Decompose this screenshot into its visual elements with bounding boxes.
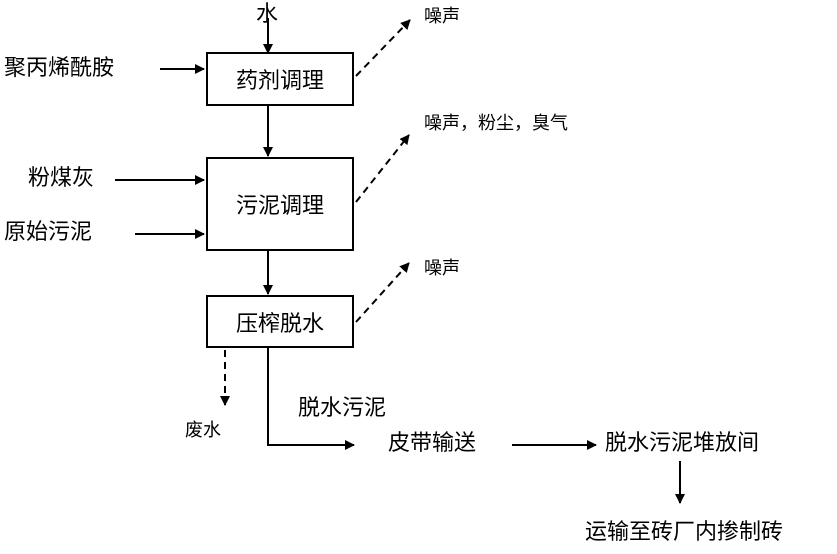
label-storage-room: 脱水污泥堆放间 [605,431,760,456]
arrow-dewatered-sludge [267,348,355,450]
input-pam: 聚丙烯酰胺 [4,56,115,81]
arrow-noise-dust-odor [355,134,410,203]
label-transport: 运输至砖厂内掺制砖 [585,520,784,545]
emission-noise-2: 噪声 [424,258,460,279]
box-chemical-conditioning: 药剂调理 [206,52,354,106]
emission-noise-1: 噪声 [424,6,460,27]
box-sludge-conditioning: 污泥调理 [206,157,354,251]
emission-wastewater: 废水 [185,420,221,441]
box-chemical-conditioning-label: 药剂调理 [235,69,324,94]
emission-noise-dust-odor: 噪声，粉尘，臭气 [424,113,568,134]
input-water: 水 [256,2,279,27]
box-press-dewatering-label: 压榨脱水 [235,311,324,337]
label-belt-conveying: 皮带输送 [388,431,477,456]
box-press-dewatering: 压榨脱水 [206,295,354,348]
label-dewatered-sludge: 脱水污泥 [298,396,387,421]
arrow-noise-2 [355,262,410,323]
input-raw-sludge: 原始污泥 [4,220,93,245]
box-sludge-conditioning-label: 污泥调理 [235,194,324,219]
input-fly-ash: 粉煤灰 [28,166,95,191]
arrow-noise-1 [355,19,411,77]
